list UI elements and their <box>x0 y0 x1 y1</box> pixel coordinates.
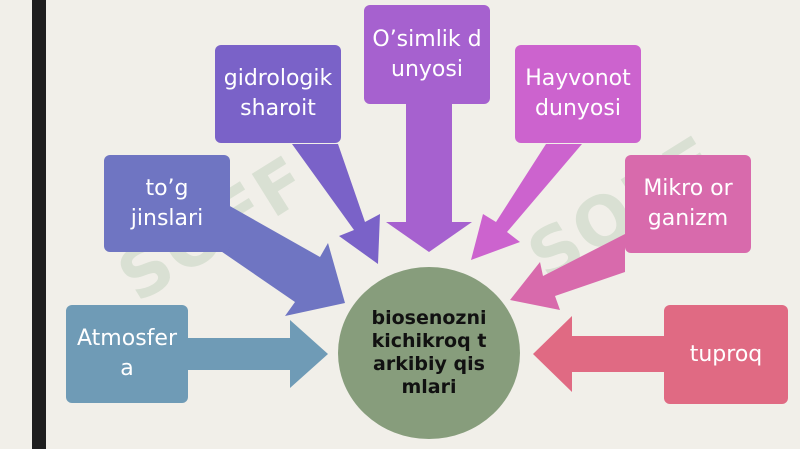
box-mikroorganizm: Mikro organizm <box>625 155 751 253</box>
box-label: O’simlik dunyosi <box>372 26 482 82</box>
box-tuproq: tuproq <box>664 305 788 404</box>
arrow-gidrologik-sharoit <box>292 144 380 264</box>
box-hayvonot-dunyosi: Hayvonot dunyosi <box>515 45 641 143</box>
arrow-hayvonot-dunyosi <box>471 144 582 260</box>
arrow-atmosfera <box>185 320 328 388</box>
box-label: Atmosfera <box>77 326 177 381</box>
slide-left-border <box>32 0 46 449</box>
arrow-tuproq <box>533 316 665 392</box>
box-label: tuproq <box>689 341 763 367</box>
arrow-mikroorganizm <box>510 234 625 310</box>
box-gidrologik-sharoit: gidrologik sharoit <box>215 45 341 143</box>
box-tog-jinslari: to’g jinslari <box>104 155 230 252</box>
arrow-osimlik-dunyosi <box>386 104 472 252</box>
arrow-tog-jinslari <box>212 205 345 316</box>
box-label: Hayvonot dunyosi <box>525 66 631 121</box>
box-label: to’g jinslari <box>130 175 204 231</box>
box-label: gidrologik sharoit <box>223 66 333 121</box>
box-osimlik-dunyosi: O’simlik dunyosi <box>364 5 490 104</box>
box-label: Mikro organizm <box>643 176 733 231</box>
box-atmosfera: Atmosfera <box>66 305 188 403</box>
center-circle: biosenozni kichikroq tarkibiy qismlari <box>338 267 520 439</box>
center-label: biosenozni kichikroq tarkibiy qismlari <box>371 307 487 398</box>
